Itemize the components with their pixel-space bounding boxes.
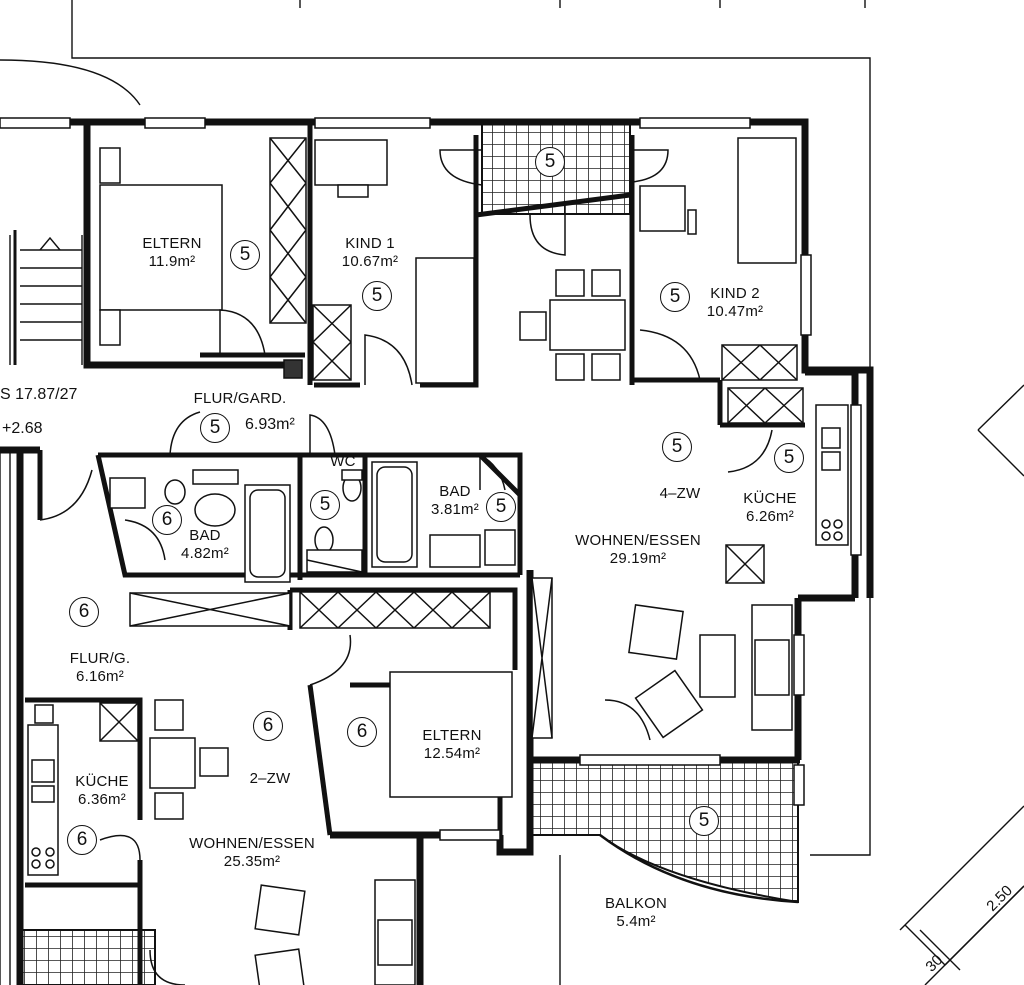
room-area: 10.47m² <box>706 303 764 320</box>
room-area: 4.82m² <box>181 545 229 562</box>
room-name: WOHNEN/ESSEN <box>575 532 701 549</box>
marker-badge: 5 <box>200 413 230 443</box>
tiled-areas <box>19 123 799 985</box>
level-label: +2.68 <box>2 420 43 437</box>
room-name: 4–ZW <box>659 485 701 502</box>
room-name: BALKON <box>604 895 668 912</box>
room-area: 5.4m² <box>616 913 656 930</box>
room-area: 29.19m² <box>609 550 667 567</box>
marker-badge: 5 <box>310 490 340 520</box>
marker-badge: 6 <box>253 711 283 741</box>
stair-label: S 17.87/27 <box>0 386 78 403</box>
room-label-wohnen-top: WOHNEN/ESSEN 29.19m² <box>575 532 701 568</box>
room-area: 6.26m² <box>746 508 794 525</box>
room-label-bad-left: BAD 4.82m² <box>181 527 229 563</box>
windows <box>0 117 862 841</box>
room-name: FLUR/GARD. <box>193 390 287 407</box>
dimension-lines <box>899 384 1024 985</box>
marker-badge: 5 <box>689 806 719 836</box>
marker-badge: 6 <box>152 505 182 535</box>
room-area: 6.16m² <box>76 668 124 685</box>
room-name: BAD <box>439 483 471 500</box>
room-area: 11.9m² <box>148 253 196 270</box>
interior-walls <box>25 122 805 985</box>
room-label-eltern-bottom: ELTERN 12.54m² <box>422 727 481 763</box>
marker-badge: 5 <box>662 432 692 462</box>
beds <box>99 137 797 798</box>
room-name: ELTERN <box>142 235 202 252</box>
staircase <box>0 230 83 985</box>
room-label-zw-top: 4–ZW <box>660 485 701 503</box>
sanitary <box>27 359 849 876</box>
room-label-kueche-top: KÜCHE 6.26m² <box>743 490 797 526</box>
room-name: ELTERN <box>422 727 482 744</box>
marker-badge: 5 <box>230 240 260 270</box>
room-name: 2–ZW <box>249 770 291 787</box>
room-label-wohnen-bottom: WOHNEN/ESSEN 25.35m² <box>189 835 315 871</box>
room-label-balkon: BALKON 5.4m² <box>605 895 667 931</box>
room-area: 12.54m² <box>423 745 481 762</box>
marker-badge: 6 <box>67 825 97 855</box>
wardrobes <box>99 137 804 742</box>
room-label-kind1: KIND 1 10.67m² <box>342 235 398 271</box>
room-label-bad-top: BAD 3.81m² <box>431 483 479 519</box>
room-label-kueche-bottom: KÜCHE 6.36m² <box>75 773 129 809</box>
room-name: BAD <box>189 527 221 544</box>
room-label-wc: WC <box>330 453 355 471</box>
room-name: WC <box>330 453 356 470</box>
room-area: 25.35m² <box>223 853 281 870</box>
room-name: KIND 1 <box>345 235 395 252</box>
room-area: 3.81m² <box>431 501 479 518</box>
balcony-outline <box>599 833 799 904</box>
room-area: 6.36m² <box>78 791 126 808</box>
room-label-eltern-top: ELTERN 11.9m² <box>142 235 201 271</box>
marker-badge: 6 <box>69 597 99 627</box>
room-name: KIND 2 <box>710 285 760 302</box>
marker-badge: 5 <box>660 282 690 312</box>
marker-badge: 5 <box>535 147 565 177</box>
room-label-kind2: KIND 2 10.47m² <box>707 285 763 321</box>
room-label-flur-gard: FLUR/GARD. <box>194 390 287 408</box>
site-lines <box>0 0 871 985</box>
marker-badge: 5 <box>362 281 392 311</box>
marker-badge: 5 <box>486 492 516 522</box>
room-label-zw-bottom: 2–ZW <box>250 770 291 788</box>
marker-badge: 5 <box>774 443 804 473</box>
room-name: WOHNEN/ESSEN <box>189 835 315 852</box>
marker-badge: 6 <box>347 717 377 747</box>
room-name: KÜCHE <box>75 773 129 790</box>
room-name: KÜCHE <box>743 490 797 507</box>
room-area-flur-gard: 6.93m² <box>245 416 295 433</box>
room-label-flur-g: FLUR/G. 6.16m² <box>70 650 131 686</box>
room-name: FLUR/G. <box>69 650 131 667</box>
furniture <box>149 185 793 985</box>
room-area: 10.67m² <box>341 253 399 270</box>
